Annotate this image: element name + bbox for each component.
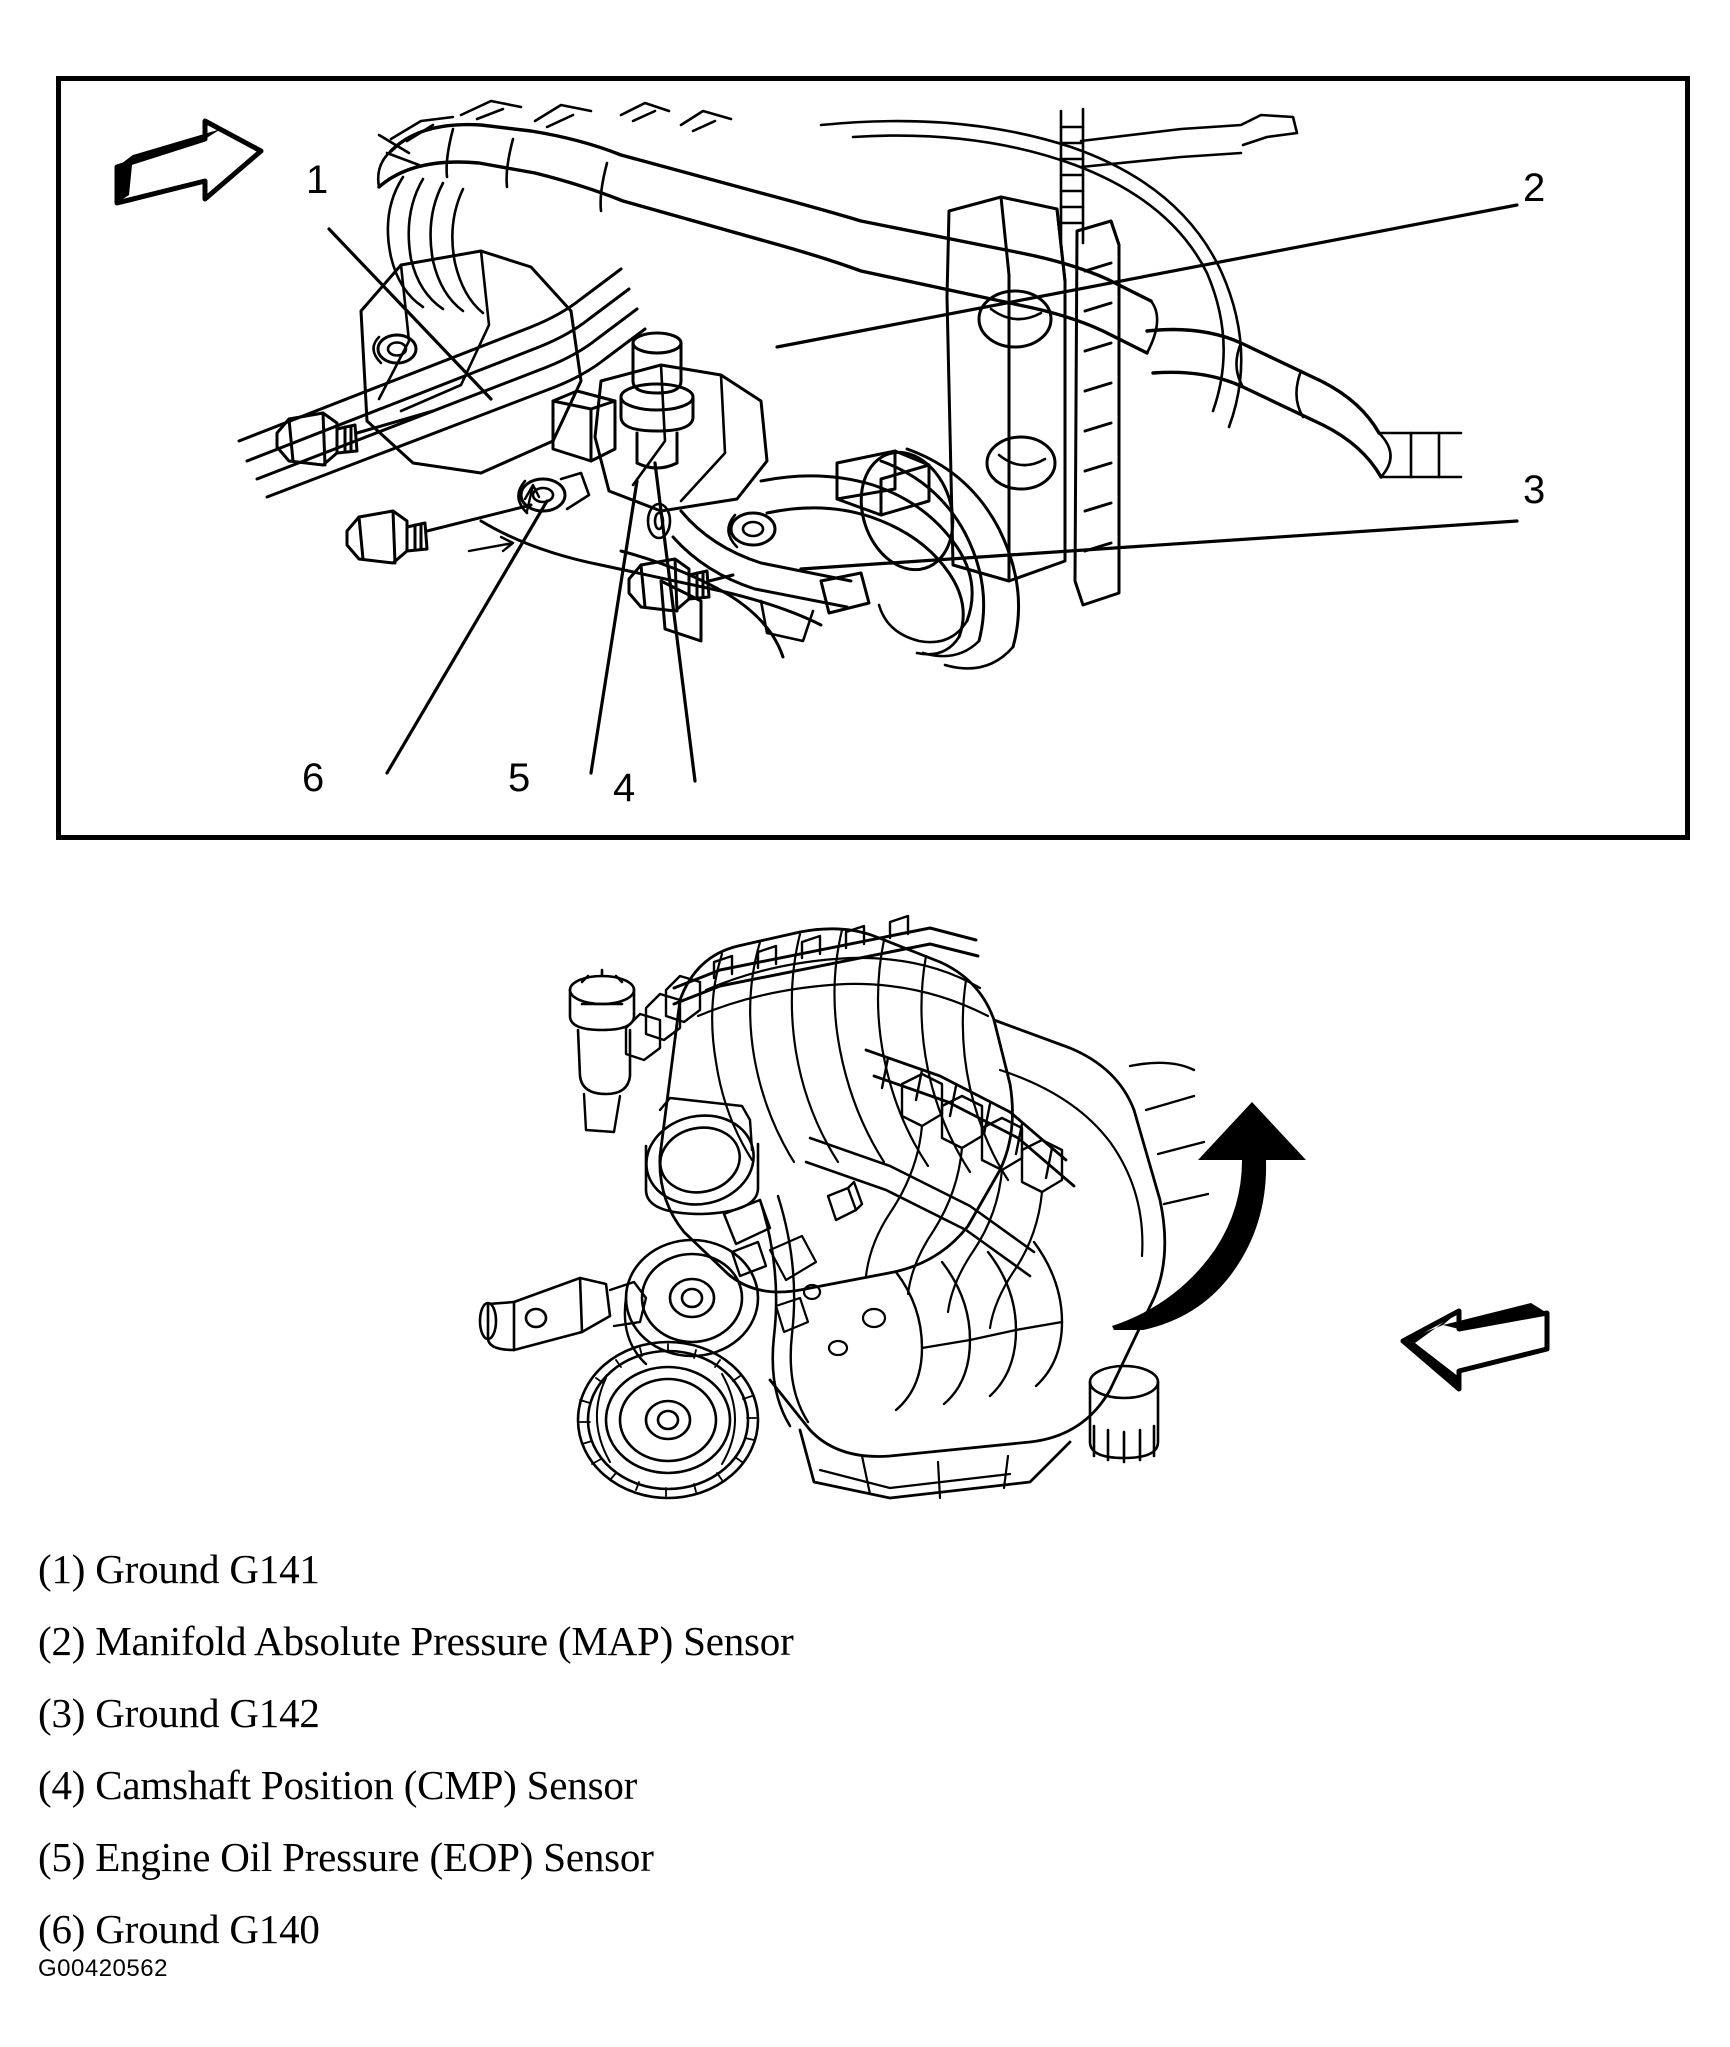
callout-6: 6: [302, 756, 325, 800]
legend-item-5: (5) Engine Oil Pressure (EOP) Sensor: [38, 1834, 654, 1880]
figure-code: G00420562: [38, 1955, 168, 1982]
curved-arrow-up-icon: [1112, 1102, 1306, 1330]
callout-5: 5: [508, 756, 531, 800]
legend-item-4: (4) Camshaft Position (CMP) Sensor: [38, 1762, 638, 1808]
callout-2: 2: [1523, 166, 1546, 210]
block-arrow-right-icon: [114, 118, 264, 206]
legend-item-6: (6) Ground G140: [38, 1906, 320, 1952]
callout-3: 3: [1523, 468, 1546, 512]
legend-item-2: (2) Manifold Absolute Pressure (MAP) Sen…: [38, 1618, 794, 1664]
legend-list: (1) Ground G141 (2) Manifold Absolute Pr…: [38, 1533, 1438, 1965]
legend-item-3: (3) Ground G142: [38, 1690, 320, 1736]
detail-view-box: [56, 76, 1690, 840]
legend-item-1: (1) Ground G141: [38, 1546, 320, 1592]
engine-assembly-illustration: [470, 870, 1210, 1510]
callout-4: 4: [613, 766, 636, 810]
callout-1: 1: [306, 158, 329, 202]
block-arrow-left-icon: [1400, 1303, 1550, 1392]
engine-compartment-detail-illustration: [237, 99, 1519, 783]
